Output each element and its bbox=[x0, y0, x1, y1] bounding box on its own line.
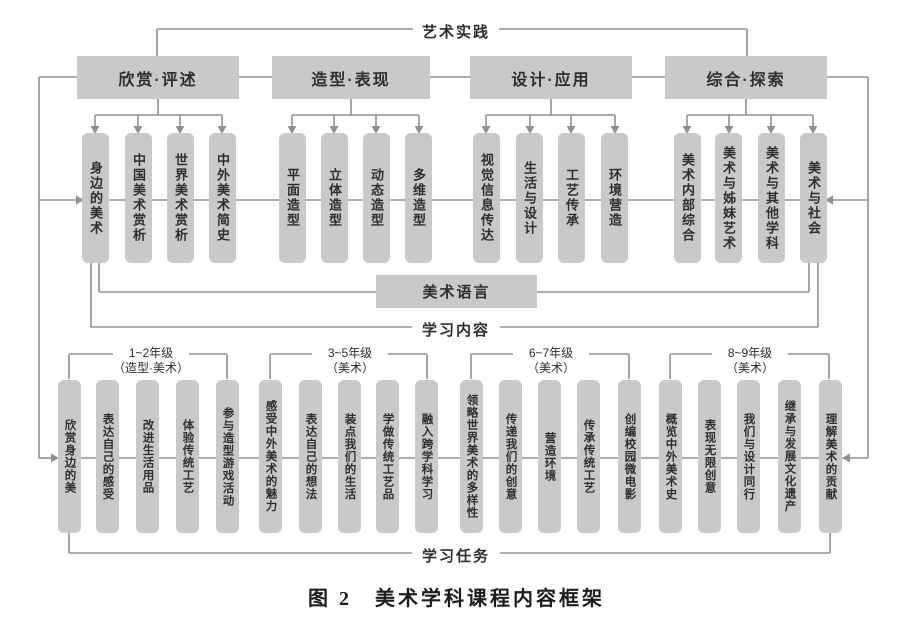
category-exploration: 综合·探索 bbox=[665, 56, 827, 99]
topic-box: 环境营造 bbox=[601, 133, 628, 263]
topic-box: 美术与姊妹艺术 bbox=[715, 133, 742, 263]
task-box: 表达自己的想法 bbox=[299, 380, 322, 533]
task-box: 融入跨学科学习 bbox=[415, 380, 438, 533]
grade-range: 1~2年级 bbox=[128, 346, 174, 360]
grade-subject: （美术） bbox=[725, 361, 775, 375]
art-language-box: 美术语言 bbox=[376, 275, 537, 308]
topic-box: 世界美术赏析 bbox=[167, 133, 194, 263]
task-box: 参与造型游戏活动 bbox=[216, 380, 239, 533]
task-box: 传承传统工艺 bbox=[577, 380, 600, 533]
category-appreciation: 欣赏·评述 bbox=[77, 56, 239, 99]
grade-subject: （造型·美术） bbox=[113, 361, 189, 375]
topic-box: 美术与社会 bbox=[800, 133, 827, 263]
topic-box: 动态造型 bbox=[363, 133, 390, 263]
task-box: 学做传统工艺品 bbox=[376, 380, 399, 533]
topic-box: 美术内部综合 bbox=[674, 133, 701, 263]
bottom-band-label: 学习任务 bbox=[421, 548, 491, 565]
task-box: 领略世界美术的多样性 bbox=[460, 380, 483, 533]
task-box: 感受中外美术的魅力 bbox=[259, 380, 282, 533]
topic-box: 多维造型 bbox=[405, 133, 432, 263]
learning-content-label: 学习内容 bbox=[421, 322, 491, 339]
topic-box: 平面造型 bbox=[279, 133, 306, 263]
topic-box: 生活与设计 bbox=[516, 133, 543, 263]
topic-box: 中外美术简史 bbox=[209, 133, 236, 263]
category-modeling: 造型·表现 bbox=[272, 56, 430, 99]
task-box: 装点我们的生活 bbox=[338, 380, 361, 533]
category-design: 设计·应用 bbox=[470, 56, 632, 99]
task-box: 我们与设计同行 bbox=[737, 380, 760, 533]
topic-box: 美术与其他学科 bbox=[758, 133, 785, 263]
task-box: 传递我们的创意 bbox=[499, 380, 522, 533]
topic-box: 中国美术赏析 bbox=[125, 133, 152, 263]
task-box: 营造环境 bbox=[538, 380, 561, 533]
grade-label-6-7: 6~7年级 （美术） bbox=[527, 346, 575, 376]
grade-range: 8~9年级 bbox=[727, 346, 773, 360]
task-box: 理解美术的贡献 bbox=[819, 380, 842, 533]
grade-range: 3~5年级 bbox=[327, 346, 373, 360]
task-box: 创编校园微电影 bbox=[618, 380, 641, 533]
figure-caption: 图 2 美术学科课程内容框架 bbox=[308, 588, 605, 610]
grade-label-1-2: 1~2年级 （造型·美术） bbox=[113, 346, 189, 376]
grade-subject: （美术） bbox=[325, 361, 375, 375]
top-band-label: 艺术实践 bbox=[421, 24, 491, 41]
grade-label-3-5: 3~5年级 （美术） bbox=[326, 346, 374, 376]
task-box: 欣赏身边的美 bbox=[58, 380, 81, 533]
grade-range: 6~7年级 bbox=[528, 346, 574, 360]
arrowheads bbox=[51, 126, 850, 463]
grade-subject: （美术） bbox=[526, 361, 576, 375]
task-box: 继承与发展文化遗产 bbox=[778, 380, 801, 533]
task-box: 体验传统工艺 bbox=[176, 380, 199, 533]
task-box: 概览中外美术史 bbox=[659, 380, 682, 533]
topic-box: 工艺传承 bbox=[558, 133, 585, 263]
topic-box: 身边的美术 bbox=[82, 133, 109, 263]
grade-label-8-9: 8~9年级 （美术） bbox=[726, 346, 774, 376]
topic-box: 立体造型 bbox=[321, 133, 348, 263]
topic-box: 视觉信息传达 bbox=[473, 133, 500, 263]
task-box: 表现无限创意 bbox=[698, 380, 721, 533]
task-box: 表达自己的感受 bbox=[96, 380, 119, 533]
task-box: 改进生活用品 bbox=[136, 380, 159, 533]
